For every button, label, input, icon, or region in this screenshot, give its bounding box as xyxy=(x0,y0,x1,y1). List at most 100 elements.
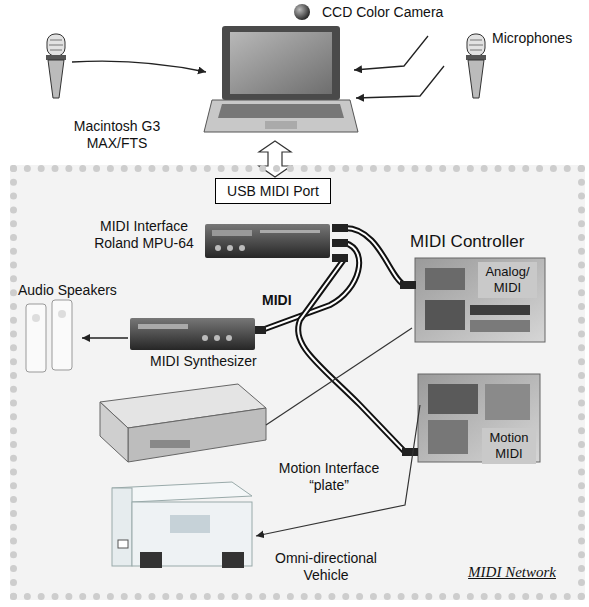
motion-midi-board xyxy=(428,420,468,454)
midi-cable xyxy=(298,258,405,452)
speaker-icon xyxy=(26,304,46,372)
synthesizer-device xyxy=(202,335,208,341)
text-label: MIDI xyxy=(262,292,292,309)
midi-interface-device xyxy=(205,224,330,258)
node-text: USB MIDI Port xyxy=(226,183,320,199)
vehicle-icon xyxy=(118,540,128,548)
microphone-icon xyxy=(467,34,485,56)
microphone-icon xyxy=(50,40,62,41)
text-label: Microphones xyxy=(492,30,572,47)
microphone-icon xyxy=(470,50,482,51)
analog-midi-board xyxy=(415,258,545,342)
synthesizer-device xyxy=(214,335,220,341)
motion-plate xyxy=(100,384,266,462)
node-text: MIDI Network xyxy=(468,564,556,581)
microphone-icon xyxy=(469,45,483,46)
motion-plate xyxy=(150,440,190,448)
laptop-icon xyxy=(204,26,358,132)
laptop-icon xyxy=(218,104,344,118)
microphone-icon xyxy=(466,34,486,98)
camera-icon xyxy=(294,4,310,20)
vehicle-icon xyxy=(112,482,252,502)
vehicle-icon xyxy=(170,515,210,533)
midi-cable xyxy=(298,258,405,452)
speaker-icon xyxy=(52,300,72,370)
text-label: Omni-directional Vehicle xyxy=(264,550,388,584)
port-box: USB MIDI Port xyxy=(215,178,331,204)
vehicle-icon xyxy=(112,482,252,568)
signal-arrow xyxy=(72,36,444,98)
microphone-icon xyxy=(46,34,66,98)
laptop-icon xyxy=(265,121,297,129)
text-label: Motion Interface “plate” xyxy=(268,460,390,494)
leader-line xyxy=(266,328,412,425)
vehicle-icon xyxy=(112,488,132,566)
node-text: Motion MIDI xyxy=(489,430,528,461)
text-label: MIDI Synthesizer xyxy=(150,353,257,370)
analog-midi-board xyxy=(470,305,530,315)
speaker-icon xyxy=(26,300,72,372)
motion-midi-board xyxy=(485,384,530,420)
analog-midi-board xyxy=(415,258,545,342)
microphone-icon xyxy=(470,40,482,41)
midi-interface-device xyxy=(212,230,252,236)
speaker-icon xyxy=(58,310,66,318)
laptop-icon xyxy=(230,32,332,94)
text-label: MIDI Interface Roland MPU-64 xyxy=(86,218,202,252)
leader-line xyxy=(256,328,420,536)
text-label: Audio Speakers xyxy=(18,282,117,299)
laptop-icon xyxy=(222,26,340,100)
analog-midi-board xyxy=(425,268,465,290)
midi-interface-device xyxy=(260,230,320,233)
board-tag: Motion MIDI xyxy=(482,428,536,464)
midi-cable xyxy=(332,239,348,247)
motion-midi-board xyxy=(418,374,540,462)
midi-cable xyxy=(402,448,418,456)
vehicle-icon xyxy=(222,552,244,568)
microphone-icon xyxy=(46,55,66,60)
signal-arrow xyxy=(72,61,206,72)
midi-cable xyxy=(400,281,416,289)
midi-cable xyxy=(262,243,359,330)
node-text: Analog/ MIDI xyxy=(485,264,529,295)
leader-line xyxy=(256,405,420,536)
microphone-icon xyxy=(49,45,63,46)
midi-cable xyxy=(332,254,348,262)
midi-cable xyxy=(262,243,359,330)
midi-cable xyxy=(332,224,348,232)
midi-interface-device xyxy=(205,224,330,258)
motion-midi-board xyxy=(428,384,478,414)
synthesizer-device xyxy=(130,318,255,350)
vehicle-icon xyxy=(140,552,162,568)
microphone-icon xyxy=(468,60,484,98)
signal-arrow xyxy=(356,66,444,98)
laptop-icon xyxy=(204,100,358,132)
midi-interface-device xyxy=(215,245,221,251)
midi-interface-device xyxy=(227,245,233,251)
text-label: Macintosh G3 MAX/FTS xyxy=(64,118,170,152)
motion-plate xyxy=(100,402,128,462)
text-label: CCD Color Camera xyxy=(322,4,443,21)
motion-plate xyxy=(128,408,266,462)
synthesizer-device xyxy=(138,324,188,329)
microphone-icon xyxy=(50,50,62,51)
synthesizer-device xyxy=(226,335,232,341)
text-label: MIDI Controller xyxy=(410,232,524,252)
analog-midi-board xyxy=(425,300,465,330)
analog-midi-board xyxy=(470,320,530,332)
signal-arrow xyxy=(354,36,428,70)
motion-midi-board xyxy=(418,374,540,462)
synthesizer-device xyxy=(130,318,255,350)
network-region: MIDI Network Analog/ MIDI Motion MIDI xyxy=(10,165,585,600)
midi-interface-device xyxy=(239,245,245,251)
microphone-icon xyxy=(466,55,486,60)
region-ground xyxy=(10,165,585,600)
board-tag: Analog/ MIDI xyxy=(478,262,537,298)
speaker-icon xyxy=(32,314,40,322)
midi-cable xyxy=(252,224,418,456)
microphone-icon xyxy=(47,34,65,56)
microphone-icon xyxy=(48,60,64,98)
audio-arrow xyxy=(82,337,128,338)
